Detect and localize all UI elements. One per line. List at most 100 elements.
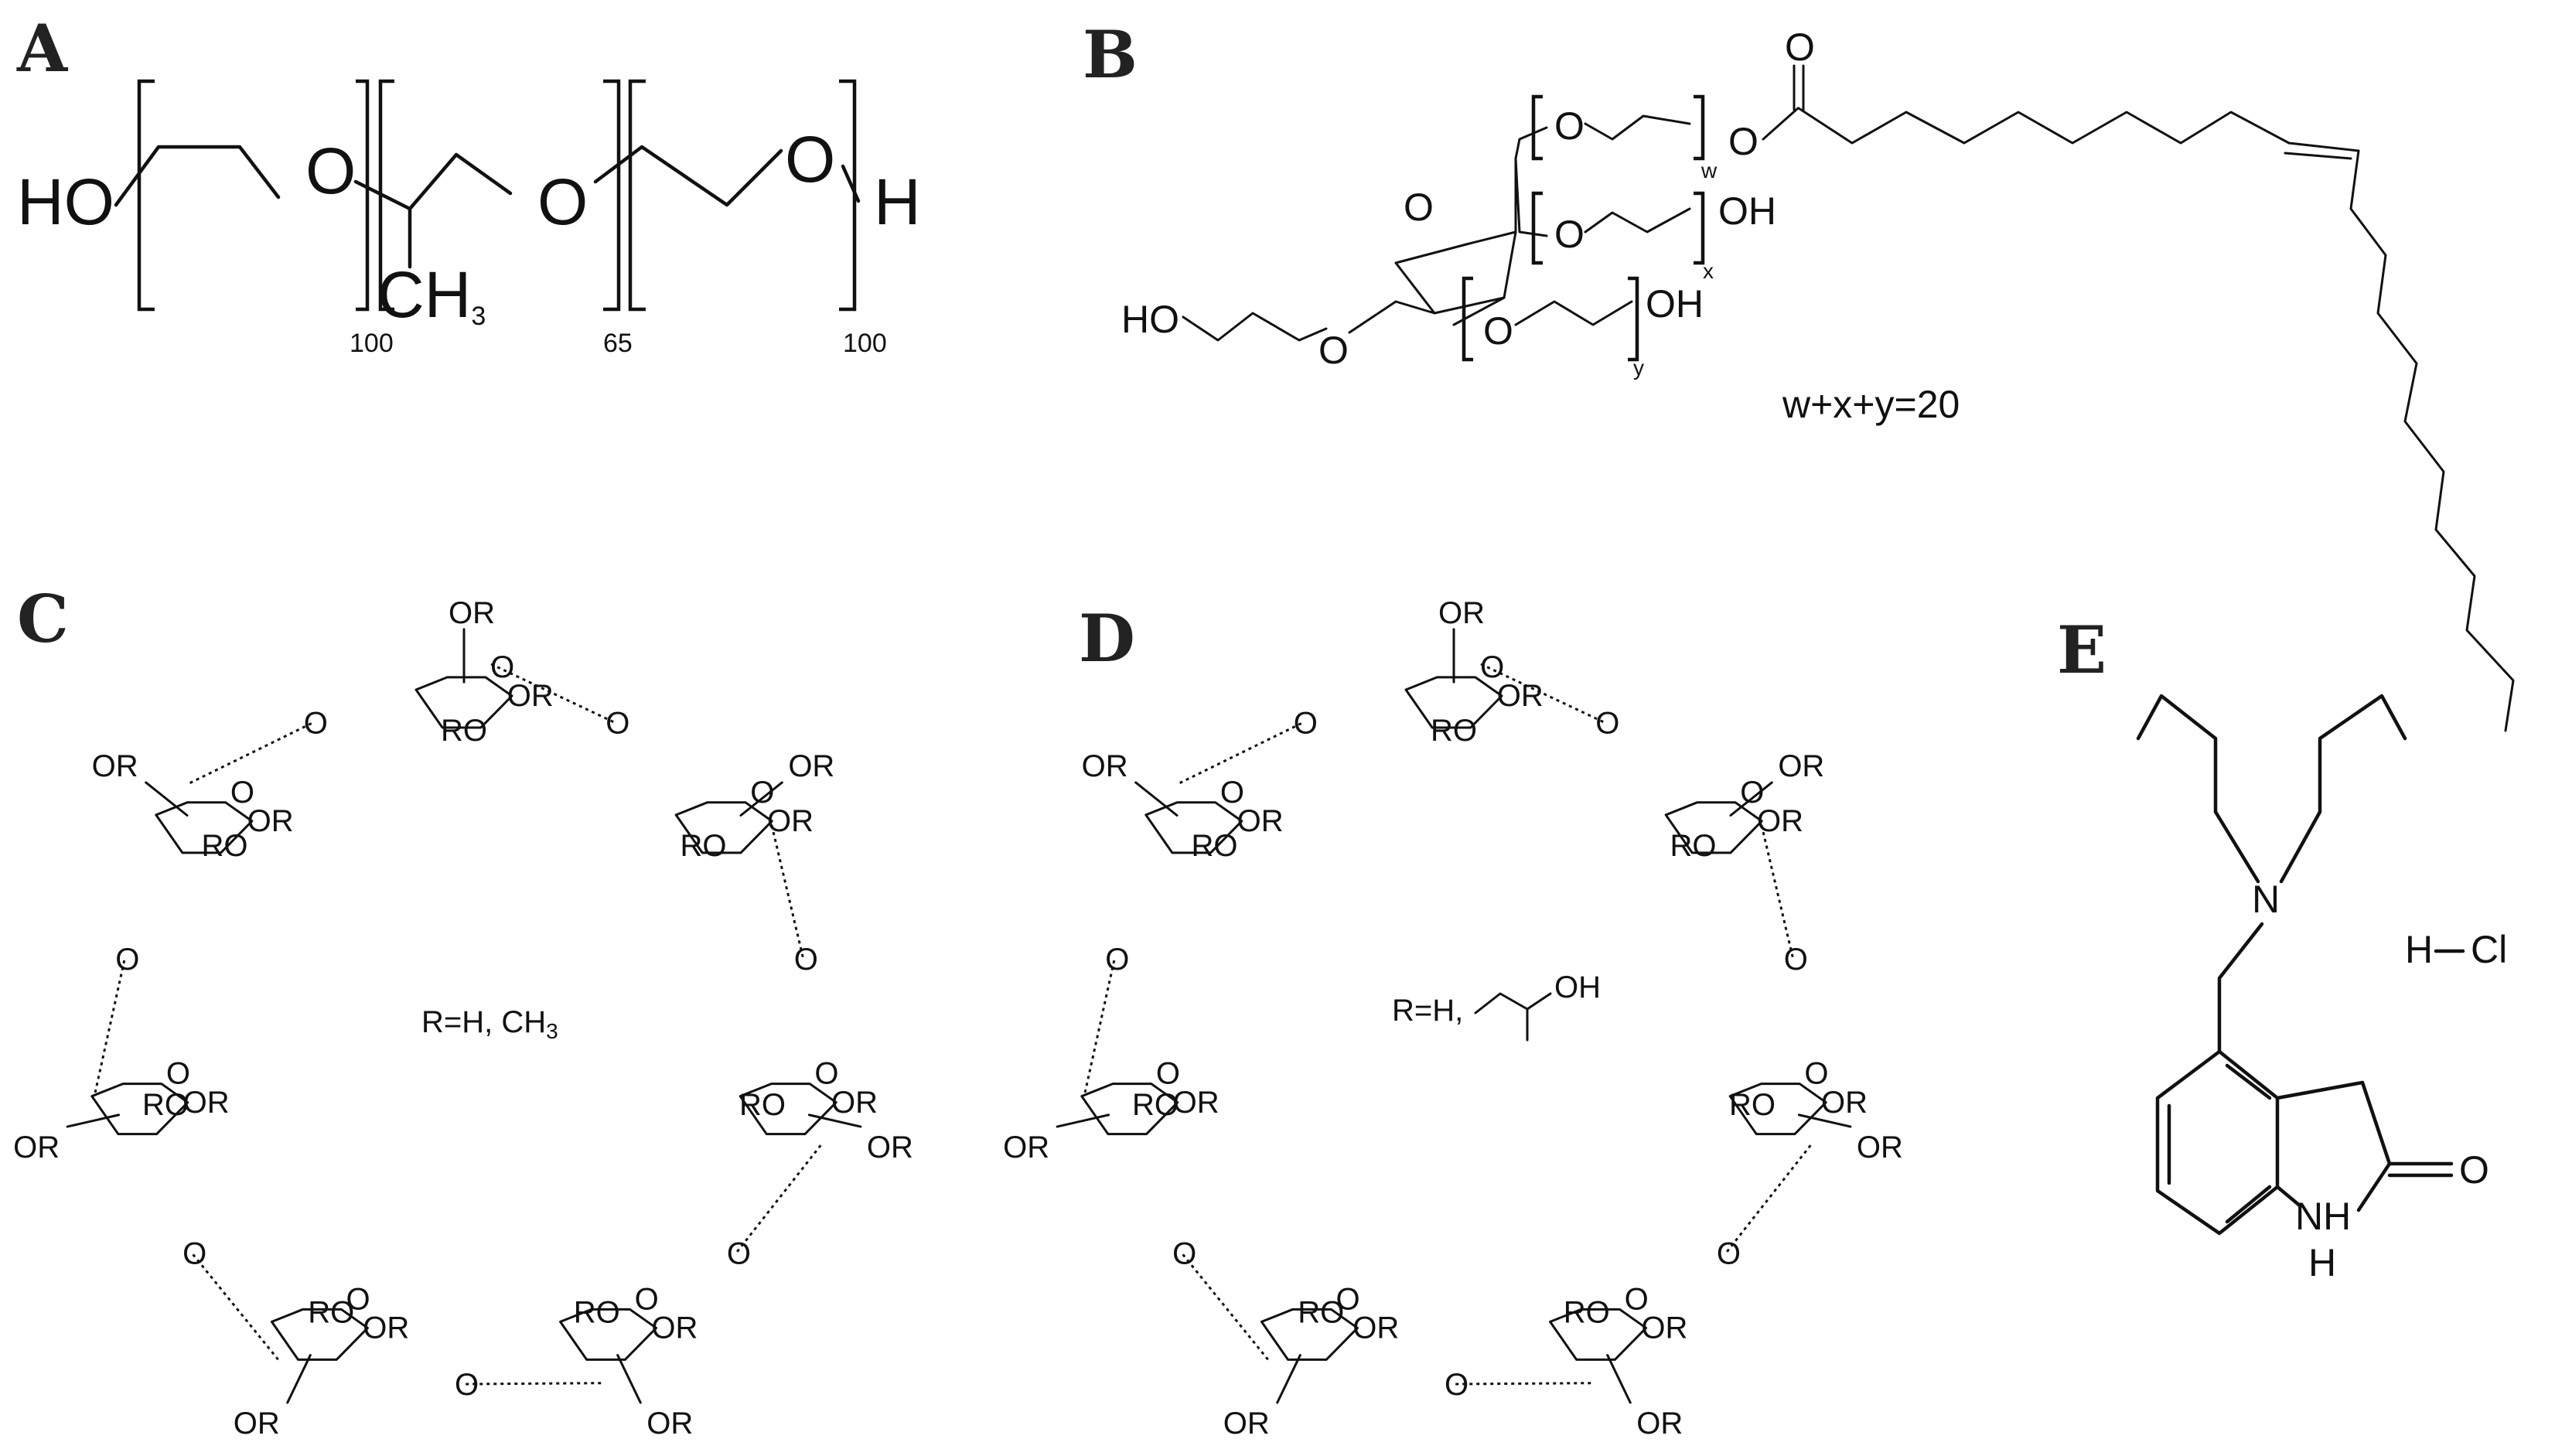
- subscript-y: y: [1633, 356, 1644, 380]
- label-ro-inner: RO: [574, 1296, 620, 1330]
- label-or-outer: OR: [1636, 1407, 1683, 1441]
- atom-h: H: [874, 165, 921, 238]
- label-or-side: OR: [247, 804, 294, 838]
- atom-o-3: O: [785, 123, 835, 196]
- label-or-side: OR: [1497, 679, 1544, 713]
- bond-w-2: [1584, 114, 1691, 141]
- glucose-ring: [739, 1083, 837, 1136]
- bond-glycosidic: [1760, 825, 1795, 960]
- panel-a-letter: A: [16, 10, 69, 87]
- bond-thf-ring: [1394, 230, 1517, 315]
- bracket-x-open: [1531, 191, 1543, 265]
- bond-oleic-tail-2: [2349, 149, 2515, 732]
- label-o-ring: O: [814, 1057, 838, 1091]
- label-or-side: OR: [651, 1311, 698, 1345]
- atom-o-w: O: [1554, 104, 1585, 148]
- label-or-outer: OR: [1438, 596, 1485, 630]
- label-or-outer: OR: [1223, 1407, 1270, 1441]
- label-ro-inner: RO: [441, 714, 487, 748]
- bracket-open-3: [628, 79, 646, 312]
- panel-b-letter: B: [1083, 16, 1138, 93]
- bond-x-1: [1514, 157, 1548, 237]
- label-ro-inner: RO: [1191, 829, 1237, 863]
- label-or-side: OR: [1353, 1311, 1399, 1345]
- bond-lactam: [2275, 1080, 2392, 1212]
- label-o-glycosidic: O: [794, 943, 818, 977]
- bond-glycosidic: [1724, 1144, 1812, 1254]
- label-or-outer: OR: [1857, 1130, 1903, 1164]
- bond-propyl-1: [2136, 694, 2260, 884]
- label-o-ring: O: [1480, 650, 1504, 684]
- subscript-100-b: 100: [843, 329, 887, 358]
- bond-glycosidic: [189, 721, 314, 784]
- atom-o-1: O: [305, 135, 356, 207]
- label-or-side: OR: [1237, 804, 1284, 838]
- bond-benzene-ring: [2155, 1049, 2280, 1236]
- panel-d-letter: D: [1079, 600, 1135, 677]
- r-definition-c: R=H, CH3: [421, 1005, 558, 1043]
- bond-y-0: [1452, 296, 1506, 326]
- label-o-glycosidic: O: [727, 1237, 751, 1271]
- label-ro-inner: RO: [739, 1088, 786, 1122]
- bond-glycosidic: [735, 1144, 822, 1254]
- bond-oleic-cis: [2287, 142, 2360, 152]
- bond-x-2: [1584, 207, 1691, 234]
- atom-o-y: O: [1483, 309, 1513, 353]
- bond-n-ring: [2275, 1185, 2303, 1209]
- label-o-ring: O: [1740, 776, 1764, 810]
- glucose-ring: [1260, 1308, 1359, 1361]
- bond-ch2or: [807, 1113, 862, 1128]
- atom-oh-x: OH: [1718, 189, 1776, 233]
- bracket-w-close: [1694, 94, 1705, 161]
- atom-o-carbonyl: O: [1785, 26, 1815, 69]
- bond-ho-chain: [1182, 312, 1328, 342]
- glucose-ring: [414, 676, 513, 729]
- bracket-close-3: [839, 79, 857, 312]
- panel-a: A HO O 100 CH3 O 65 O 100 H: [16, 10, 921, 358]
- atom-hcl-h: H: [2405, 928, 2433, 971]
- atom-o-ester: O: [1728, 120, 1758, 163]
- subscript-65: 65: [603, 329, 633, 358]
- bond-ch2or: [1134, 781, 1179, 817]
- glucose-ring: [90, 1083, 189, 1136]
- label-ro-inner: RO: [142, 1088, 189, 1122]
- glucose-ring: [1549, 1308, 1648, 1361]
- label-o-glycosidic: O: [115, 943, 139, 977]
- label-o-ring: O: [230, 776, 254, 810]
- label-or-side: OR: [1641, 1311, 1687, 1345]
- label-o-glycosidic: O: [605, 707, 629, 741]
- bond-glycosidic: [770, 825, 805, 960]
- label-ro-inner: RO: [1431, 714, 1477, 748]
- bond-ch2or: [1729, 781, 1773, 817]
- bond-chain-2: [353, 152, 513, 211]
- bond-glycosidic: [191, 1252, 279, 1361]
- bond-ch2or: [1606, 1354, 1632, 1404]
- bond-ethyl: [2217, 922, 2264, 1054]
- label-ro-inner: RO: [308, 1296, 354, 1330]
- label-o-ring: O: [635, 1282, 659, 1316]
- label-o-ring: O: [346, 1282, 370, 1316]
- bond-glycosidic: [94, 958, 126, 1093]
- panel-e: E N O NH H H Cl: [2057, 612, 2507, 1284]
- bracket-close-2: [603, 79, 621, 312]
- label-o-glycosidic: O: [1595, 707, 1619, 741]
- label-or-side: OR: [183, 1086, 230, 1120]
- bond-oleic-cis-2: [2284, 152, 2352, 160]
- atom-n: N: [2252, 878, 2280, 921]
- bond-glycosidic: [463, 1382, 602, 1386]
- atom-nh: NH: [2295, 1195, 2351, 1238]
- bond-benzene-double: [2167, 1063, 2272, 1224]
- equation-w-x-y: w+x+y=20: [1782, 383, 1960, 426]
- atom-oh-y: OH: [1646, 282, 1704, 326]
- bond-ch2or: [1276, 1354, 1301, 1404]
- label-or-outer: OR: [867, 1130, 913, 1164]
